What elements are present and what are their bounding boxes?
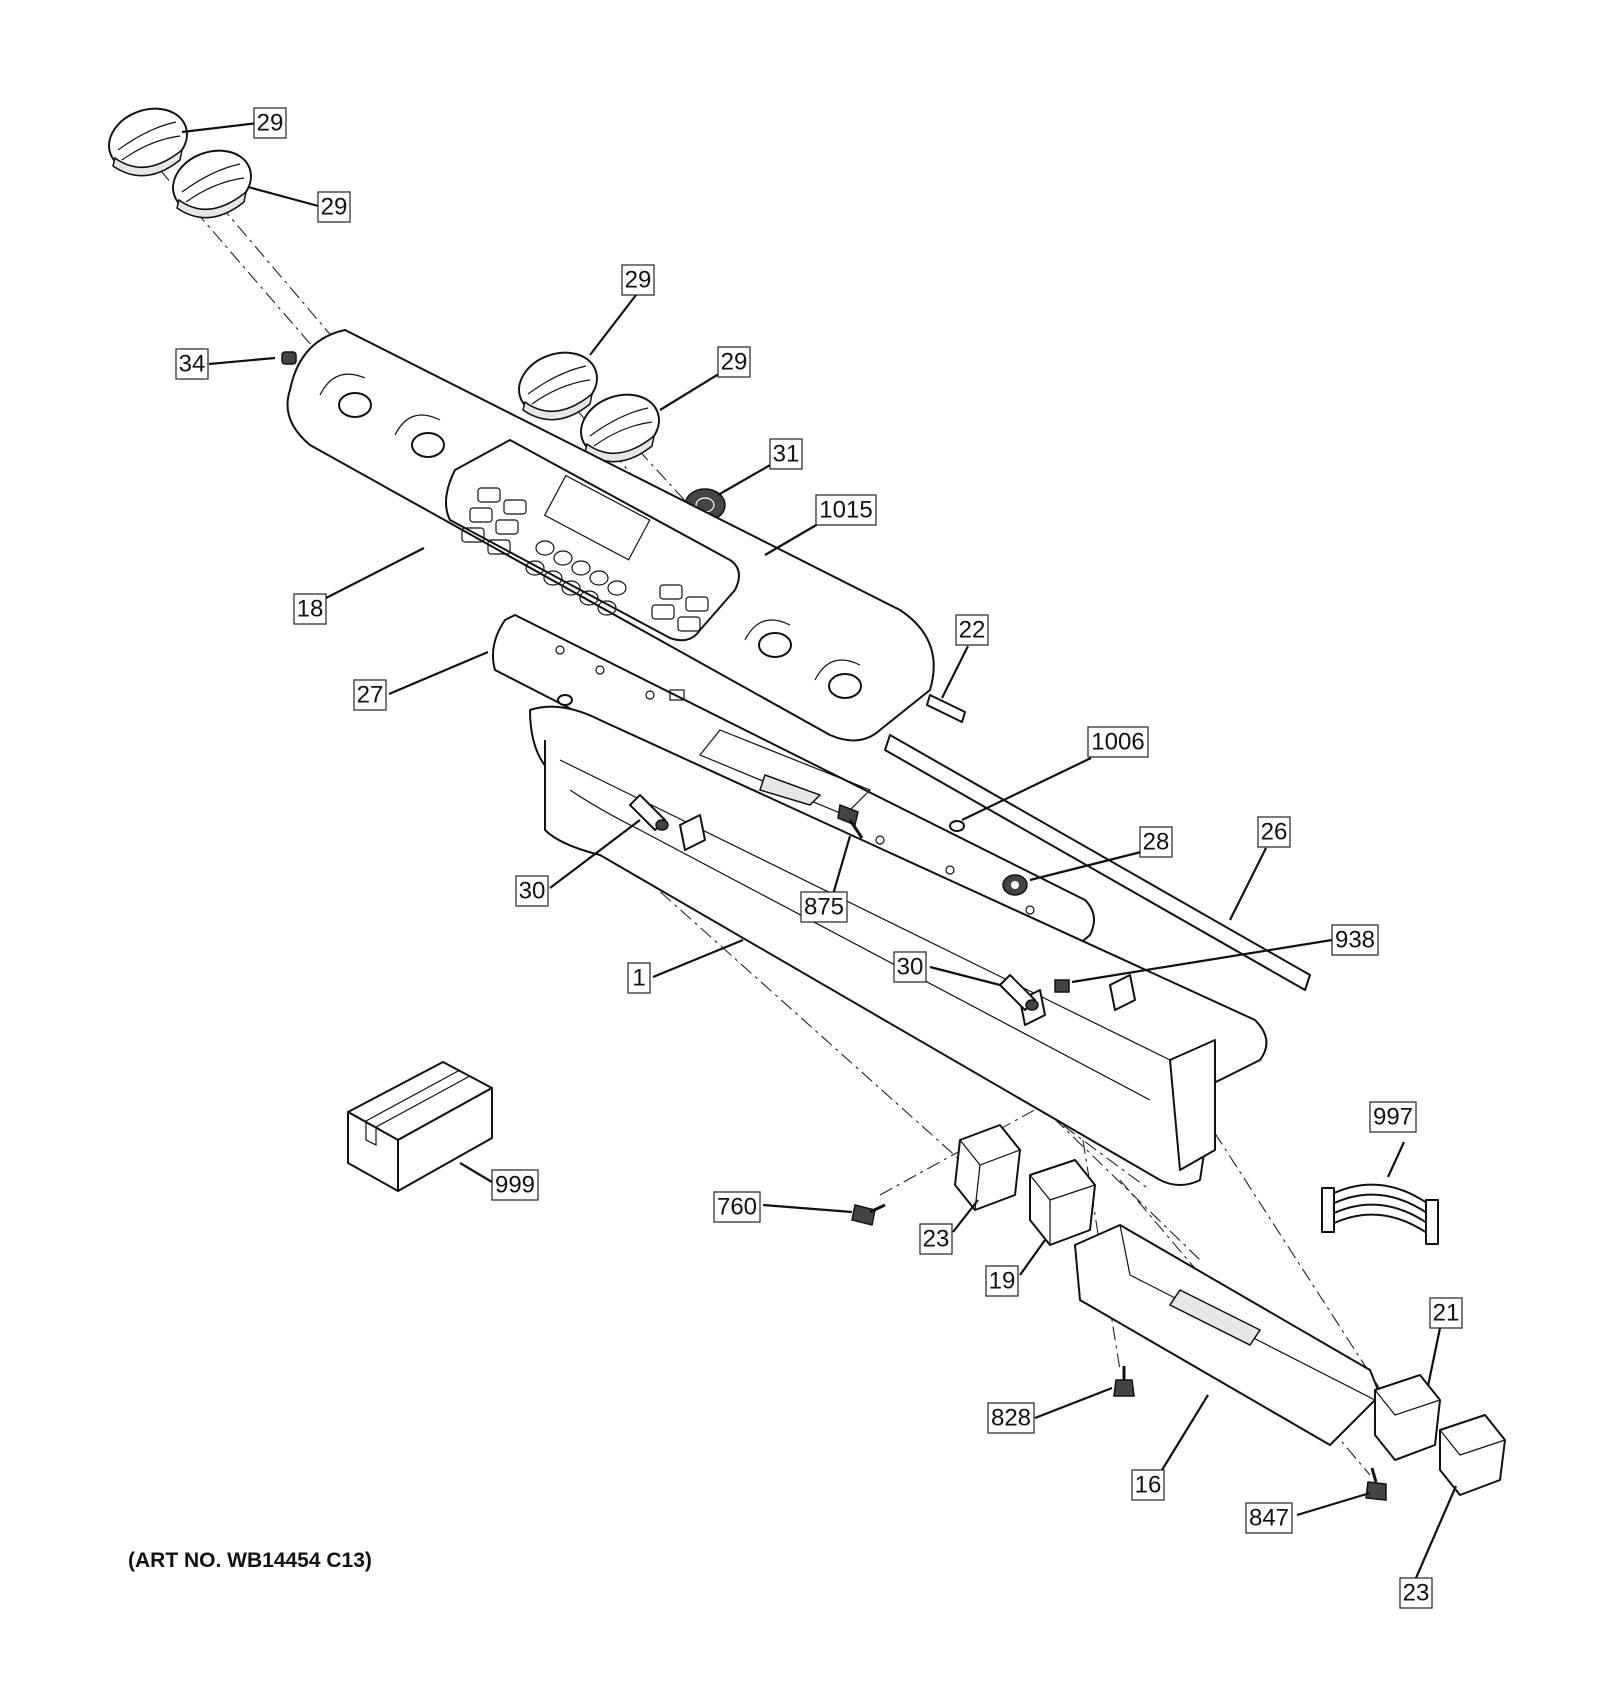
callout-997: 997 [1369,1101,1417,1133]
callout-29: 29 [621,264,655,296]
part-23-switch-a [954,1124,1021,1211]
svg-text:875: 875 [804,894,844,921]
callout-16: 16 [1131,1469,1165,1501]
svg-text:16: 16 [1135,1472,1162,1499]
part-1-backsplash-housing [529,705,1268,1186]
keypad-buttons [461,487,709,632]
svg-text:18: 18 [297,596,324,623]
callout-1006: 1006 [1087,726,1149,758]
art-number-note: (ART NO. WB14454 C13) [128,1549,372,1572]
leader-lines [181,121,1458,1579]
svg-text:21: 21 [1433,1300,1460,1327]
part-16-oven-control-board [1074,1224,1381,1446]
svg-text:29: 29 [625,267,652,294]
knob-top-left-2 [172,149,252,219]
part-760-screw [851,1203,886,1226]
callout-34: 34 [175,348,209,380]
svg-text:34: 34 [179,351,206,378]
part-18-control-panel [286,329,935,742]
callout-22: 22 [955,614,989,646]
callout-23: 23 [919,1223,953,1255]
part-847-screw [1365,1467,1387,1501]
callout-999: 999 [491,1169,539,1201]
svg-text:23: 23 [1403,1580,1430,1607]
part-30-lamp-holder-b [999,974,1039,1011]
svg-text:29: 29 [321,194,348,221]
svg-text:760: 760 [717,1194,757,1221]
svg-text:19: 19 [989,1268,1016,1295]
knob-middle-2 [580,393,660,463]
part-1006-clip [949,820,965,832]
callout-19: 19 [985,1265,1019,1297]
svg-text:29: 29 [257,110,284,137]
svg-text:1: 1 [632,965,645,992]
callout-760: 760 [713,1191,761,1223]
part-19-switch [1029,1159,1096,1246]
svg-text:23: 23 [923,1226,950,1253]
callout-29: 29 [717,346,751,378]
callout-labels: 29 29 29 29 34 31 1015 18 22 27 1006 28 … [175,107,1463,1609]
callout-29: 29 [317,191,351,223]
svg-text:29: 29 [721,349,748,376]
callout-23: 23 [1399,1577,1433,1609]
callout-28: 28 [1139,826,1173,858]
part-23-switch-b [1439,1414,1506,1496]
svg-text:828: 828 [991,1405,1031,1432]
svg-text:31: 31 [773,441,800,468]
callout-30: 30 [515,875,549,907]
part-938-clip [1054,979,1070,993]
part-828-screw [1113,1366,1135,1397]
part-34-indicator-light [281,351,297,365]
callout-30: 30 [893,951,927,983]
part-21-switch [1374,1374,1441,1461]
callout-31: 31 [769,438,803,470]
svg-text:1015: 1015 [819,497,872,524]
callout-875: 875 [800,891,848,923]
svg-text:28: 28 [1143,829,1170,856]
svg-text:999: 999 [495,1172,535,1199]
svg-text:997: 997 [1373,1104,1413,1131]
part-28-nut [1002,874,1028,896]
part-22-trim [926,694,966,723]
callout-26: 26 [1257,816,1291,848]
part-30-lamp-holder-a [629,794,669,831]
callout-29: 29 [253,107,287,139]
svg-text:27: 27 [357,682,384,709]
svg-text:22: 22 [959,617,986,644]
svg-text:1006: 1006 [1091,729,1144,756]
callout-27: 27 [353,679,387,711]
callout-1: 1 [627,962,651,994]
part-875-screw [837,803,864,839]
callout-938: 938 [1331,924,1379,956]
svg-text:938: 938 [1335,927,1375,954]
callout-847: 847 [1245,1502,1293,1534]
svg-text:26: 26 [1261,819,1288,846]
callout-828: 828 [987,1402,1035,1434]
svg-text:847: 847 [1249,1505,1289,1532]
part-997-wire-harness [1321,1183,1439,1245]
callout-21: 21 [1429,1297,1463,1329]
svg-text:30: 30 [897,954,924,981]
callout-18: 18 [293,593,327,625]
knob-top-left-1 [108,107,188,177]
callout-1015: 1015 [815,494,877,526]
svg-text:30: 30 [519,878,546,905]
knob-middle-1 [518,351,598,421]
part-999-carton [347,1061,493,1192]
